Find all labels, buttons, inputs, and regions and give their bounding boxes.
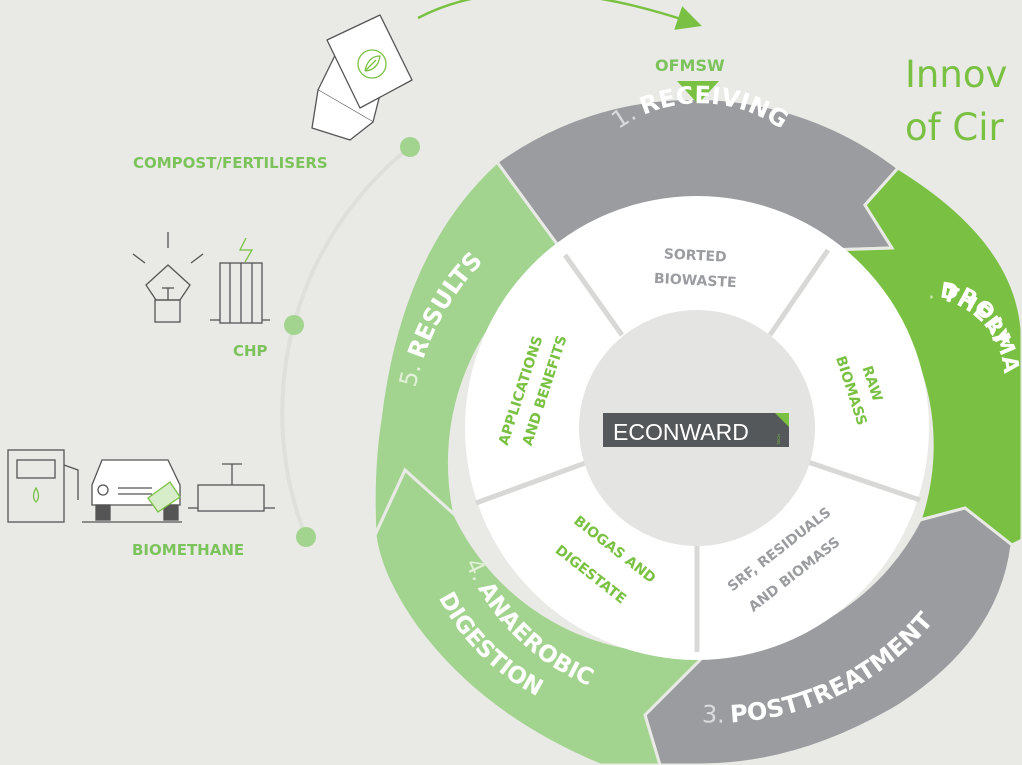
output-label-biomethane: BIOMETHANE xyxy=(132,541,244,559)
chp-lamp-radiator-icon xyxy=(132,232,270,324)
output-dot-chp xyxy=(284,315,304,335)
compost-bags-icon xyxy=(311,14,413,141)
input-marker xyxy=(677,81,719,104)
svg-text:SORTED: SORTED xyxy=(663,246,727,265)
output-label-chp: CHP xyxy=(233,342,268,360)
output-dot-compost xyxy=(400,137,420,157)
feed-arrow xyxy=(417,0,702,30)
title-line-1: Innov xyxy=(905,53,1007,96)
inner-dividers xyxy=(475,248,921,652)
outer-ring xyxy=(372,96,1022,765)
title-line-2: of Cir xyxy=(905,106,1005,149)
biomethane-fuel-car-icon xyxy=(7,449,275,523)
econward-logo: ECONWARD TECH xyxy=(603,413,789,447)
inner-label-receiving: SORTED BIOWASTE xyxy=(654,246,737,291)
input-label: OFMSW xyxy=(655,56,725,75)
logo-text: ECONWARD xyxy=(613,419,749,445)
output-dot-biomethane xyxy=(296,527,316,547)
logo-subtext: TECH xyxy=(776,434,781,445)
svg-text:BIOWASTE: BIOWASTE xyxy=(654,271,737,291)
segment-anaerobic-digestion[interactable] xyxy=(373,467,702,765)
output-label-compost: COMPOST/FERTILISERS xyxy=(133,154,328,172)
segment-results[interactable] xyxy=(372,159,568,536)
